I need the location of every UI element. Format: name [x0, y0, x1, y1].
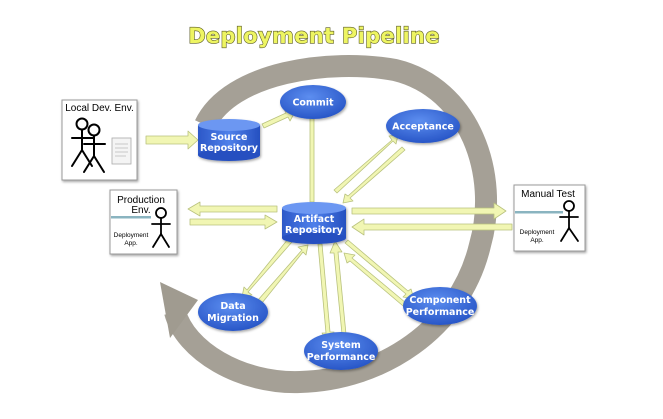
arrow-artifact-to-production [187, 201, 278, 217]
node-system-performance[interactable]: System Performance [304, 332, 378, 370]
arrow-manual-to-artifact [351, 218, 513, 236]
cycle-arrowhead [160, 282, 198, 338]
node-source-label-line2: Repository [200, 143, 259, 154]
stick-figure-icon [83, 123, 106, 173]
arrow-system-to-artifact [329, 240, 347, 335]
node-component-label-line1: Component [409, 295, 471, 306]
env-production-divider [111, 216, 151, 219]
env-local-dev[interactable]: Local Dev. Env. [61, 99, 138, 181]
arrow-local-to-source [145, 130, 199, 150]
node-component-label-line2: Performance [406, 307, 475, 318]
arrow-artifact-to-acceptance [333, 134, 399, 194]
env-production-app-line2: App. [124, 240, 138, 247]
node-artifact-label-line2: Repository [285, 225, 344, 236]
env-manual-test-divider [515, 211, 563, 214]
stick-figure-icon [71, 117, 94, 167]
arrow-component-to-artifact [343, 252, 413, 312]
node-acceptance-label: Acceptance [392, 122, 454, 133]
node-artifact-label-line1: Artifact [294, 214, 335, 225]
env-manual-test-app-line1: Deployment [520, 229, 555, 236]
node-migration-label-line2: Migration [207, 313, 259, 324]
arrow-artifact-to-migration [241, 238, 293, 298]
node-source-label-line1: Source [211, 132, 248, 143]
env-production-label-line2: Env. [131, 205, 150, 216]
node-acceptance[interactable]: Acceptance [386, 109, 460, 143]
env-local-dev-label: Local Dev. Env. [65, 103, 134, 114]
stick-figure-icon [559, 200, 579, 242]
node-source-repository[interactable]: Source Repository [198, 119, 260, 161]
arrow-production-to-artifact [189, 214, 278, 230]
env-production-app-line1: Deployment [114, 232, 149, 239]
document-icon [111, 137, 132, 165]
env-manual-test[interactable]: Manual Test Deployment App. [513, 184, 586, 252]
line-commit-to-artifact [309, 117, 315, 203]
diagram-title: Deployment Pipeline [188, 24, 440, 48]
arrow-artifact-to-system [317, 243, 335, 345]
stick-figure-icon [151, 207, 171, 248]
node-commit[interactable]: Commit [280, 85, 346, 119]
arrow-artifact-to-component [344, 239, 415, 300]
node-system-label-line1: System [321, 340, 361, 351]
node-commit-label: Commit [292, 98, 334, 109]
env-manual-test-label: Manual Test [521, 189, 575, 200]
flow-arrows [145, 108, 513, 345]
env-production-label-line1: Production [117, 195, 165, 206]
env-production[interactable]: Production Env. Deployment App. [109, 189, 178, 255]
node-system-label-line2: Performance [307, 352, 376, 363]
node-migration-label-line1: Data [220, 301, 245, 312]
arrow-artifact-to-manual [351, 202, 507, 220]
pipeline-cycle [160, 55, 498, 394]
arrow-migration-to-artifact [257, 244, 309, 304]
node-data-migration[interactable]: Data Migration [198, 293, 268, 331]
env-manual-test-app-line2: App. [530, 237, 544, 244]
arrow-acceptance-to-artifact [342, 146, 406, 204]
node-artifact-repository[interactable]: Artifact Repository [282, 202, 346, 244]
node-component-performance[interactable]: Component Performance [403, 287, 477, 325]
